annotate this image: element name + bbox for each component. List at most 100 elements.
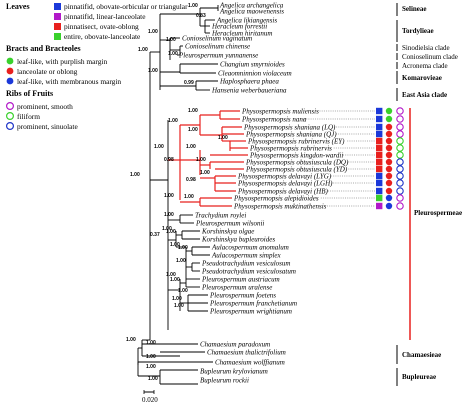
support-value: 1.00: [188, 3, 198, 9]
taxon-label: Chamaesium wolffianum: [215, 359, 285, 367]
taxon-label: Cleaomninnion violaceum: [218, 70, 292, 78]
rib-trait-ring: [396, 115, 404, 123]
bract-trait-dot: [385, 123, 393, 131]
rib-trait-ring: [396, 151, 404, 159]
rib-trait-ring: [396, 187, 404, 195]
clade-label: Selineae: [402, 5, 427, 13]
rib-trait-ring: [396, 202, 404, 210]
support-value: 1.00: [178, 245, 188, 251]
leaf-trait-square: [376, 123, 383, 131]
legend-bracts-item: lanceolate or oblong: [17, 67, 78, 76]
clade-label: East Asia clade: [402, 91, 447, 99]
support-value: 1.00: [126, 337, 136, 343]
legend-leaves-heading: Leaves: [6, 2, 30, 11]
taxon-label: Physospermopsis muktinathensis: [233, 203, 327, 211]
support-value: 1.00: [164, 193, 174, 199]
support-value: 0.83: [196, 13, 206, 19]
taxon-label: Pleurospermum wrightianum: [209, 308, 292, 316]
clade-label: Conioselinum clade: [402, 53, 458, 61]
taxon-label: Pleurospermum uralense: [201, 284, 272, 292]
legend-bract-dot: [6, 57, 14, 65]
leaf-trait-square: [376, 151, 383, 159]
support-value: 1.00: [196, 157, 206, 163]
taxon-label: Bupleurum rockii: [200, 377, 249, 385]
support-value: 1.00: [166, 37, 176, 43]
leaf-trait-square: [376, 179, 383, 187]
legend-ribs-item: filiform: [17, 112, 40, 121]
bract-trait-dot: [385, 172, 393, 180]
support-value: 1.00: [166, 272, 176, 278]
bract-trait-dot: [385, 144, 393, 152]
taxon-label: Korshinskya bupleuroides: [201, 236, 275, 244]
legend-leaf-swatch: [54, 3, 61, 10]
clade-brackets: Selineae Tordylieae Sinodielsia clade Co…: [396, 3, 462, 386]
leaf-trait-square: [376, 107, 383, 115]
bract-trait-dot: [385, 165, 393, 173]
support-value: 1.00: [188, 127, 198, 133]
taxon-label: Physospermopsis nana: [241, 116, 307, 124]
taxon-label: Angelica likiangensis: [216, 17, 277, 25]
legend-leaves-item: entire, obovate-lanceolate: [64, 32, 141, 41]
leaf-trait-square: [376, 144, 383, 152]
support-value: 1.00: [148, 68, 158, 74]
rib-trait-ring: [396, 172, 404, 180]
taxon-label: Aulacospermum simplex: [211, 252, 282, 260]
support-value: 1.00: [176, 258, 186, 264]
support-value: 1.00: [154, 144, 164, 150]
taxon-label: Trachydium roylei: [195, 212, 246, 220]
taxon-label: Conioselinum vaginatum: [182, 35, 252, 43]
support-value: 0.37: [150, 232, 160, 238]
taxon-label: Angelica maowenensis: [219, 8, 284, 16]
support-value: 1.00: [200, 170, 210, 176]
taxon-label: Heracleum forrestii: [211, 23, 267, 31]
legend-leaves-item: pinnatisect, ovate-oblong: [64, 22, 139, 31]
support-value: 1.00: [148, 376, 158, 382]
leaf-trait-square: [376, 158, 383, 166]
leaf-trait-square: [376, 202, 383, 210]
support-value: 0.98: [164, 157, 174, 163]
clade-label: Bupleureae: [402, 373, 436, 381]
bract-trait-dot: [385, 187, 393, 195]
support-value: 1.00: [168, 51, 178, 57]
support-value: 1.00: [188, 108, 198, 114]
taxon-label: Physospermopsis rubrinervis (EY): [247, 138, 345, 146]
bract-trait-dot: [385, 179, 393, 187]
rib-trait-ring: [396, 165, 404, 173]
rib-trait-ring: [396, 107, 404, 115]
support-value: 1.00: [172, 296, 182, 302]
support-values: 1.000.831.001.001.001.000.991.001.001.00…: [126, 3, 228, 382]
rib-trait-ring: [396, 137, 404, 145]
taxon-label: Physospermopsis shaniana (QJ): [245, 131, 337, 139]
rib-trait-ring: [396, 194, 404, 202]
taxon-label: Physospermopsis obtusiuscula (YD): [245, 166, 348, 174]
leaf-trait-square: [376, 130, 383, 138]
bract-trait-dot: [385, 130, 393, 138]
legend-rib-ring: [5, 121, 15, 130]
legend-bracts-item: leaf-like, with purplish margin: [17, 57, 107, 66]
leaf-trait-square: [376, 137, 383, 145]
support-value: 1.00: [166, 229, 176, 235]
support-value: 1.00: [218, 135, 228, 141]
leaf-trait-square: [376, 165, 383, 173]
bract-trait-dot: [385, 107, 393, 115]
rib-trait-ring: [396, 123, 404, 131]
scale-bar-label: 0.020: [142, 396, 158, 404]
taxon-label: Pseudotrachydium vesiculosatum: [201, 268, 296, 276]
taxon-label: Physospermopsis rubrinervis: [249, 145, 332, 153]
taxon-label: Korshinskya olgae: [201, 228, 254, 236]
legend-ribs-item: prominent, sinuolate: [17, 122, 78, 131]
support-value: 1.00: [162, 226, 172, 232]
trait-markers: [376, 107, 404, 210]
taxon-label: Pleurospermum wilsonii: [195, 220, 264, 228]
support-value: 1.00: [164, 212, 174, 218]
leaf-trait-square: [376, 172, 383, 180]
taxon-label: Angelica archangelica: [219, 2, 284, 10]
clade-label: Acronema clade: [402, 62, 448, 70]
rib-trait-ring: [396, 179, 404, 187]
taxon-label: Pleurospermum austriacum: [201, 276, 280, 284]
support-value: 1.00: [184, 194, 194, 200]
support-value: 0.98: [186, 177, 196, 183]
leaf-trait-square: [376, 115, 383, 123]
